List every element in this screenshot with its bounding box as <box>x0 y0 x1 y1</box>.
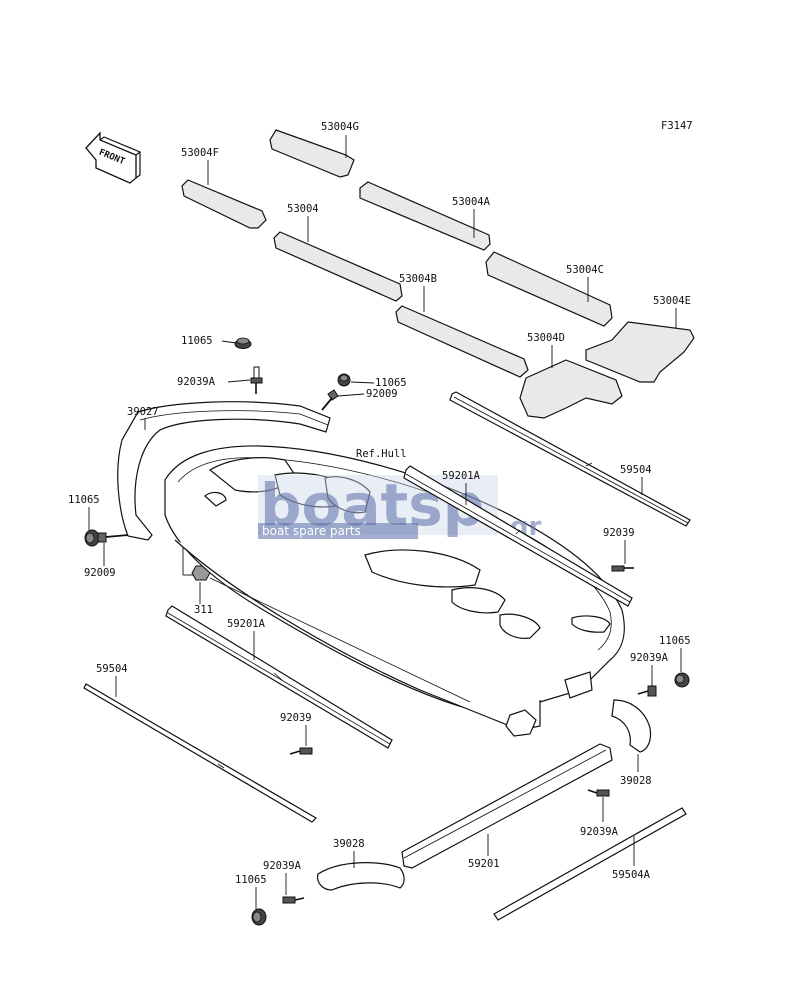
mat-53004a <box>359 181 491 251</box>
label-53004a: 53004A <box>452 196 491 208</box>
strip-59504-lower <box>83 683 317 823</box>
hull-body <box>164 445 625 737</box>
label-11065-right: 11065 <box>659 635 691 647</box>
fender-39027 <box>117 401 331 541</box>
label-59504a: 59504A <box>612 869 651 881</box>
label-53004g: 53004G <box>321 121 359 133</box>
label-59504-upper: 59504 <box>620 464 652 476</box>
figure-code: F3147 <box>661 120 693 132</box>
label-92039-right: 92039 <box>603 527 635 539</box>
mat-53004e <box>585 321 695 383</box>
label-59201: 59201 <box>468 858 500 870</box>
label-92039a-top: 92039A <box>177 376 216 388</box>
corner-39028-bottom <box>317 862 405 891</box>
label-11065-mid: 11065 <box>375 377 407 389</box>
ref-hull-label: Ref.Hull <box>356 448 407 460</box>
svg-text:boat spare parts: boat spare parts <box>262 524 361 538</box>
rivet-92039-right <box>611 565 634 572</box>
rivet-92039a-lower <box>587 789 610 797</box>
rivet-92039a-bottom <box>282 896 305 904</box>
label-92039-lower: 92039 <box>280 712 312 724</box>
rivet-92039-lower <box>289 747 313 755</box>
screw-92009-top <box>321 389 339 411</box>
label-53004f: 53004F <box>181 147 219 159</box>
label-53004e: 53004E <box>653 295 691 307</box>
mat-53004f <box>181 179 267 229</box>
label-53004c: 53004C <box>566 264 604 276</box>
label-92039a-bottom: 92039A <box>263 860 302 872</box>
mat-53004 <box>273 231 403 302</box>
mat-53004g <box>269 129 355 178</box>
cap-11065-bottom <box>251 908 267 926</box>
corner-39028-right <box>611 699 652 753</box>
label-39027: 39027 <box>127 406 159 418</box>
strip-59504-upper <box>449 391 691 527</box>
cap-11065-left <box>84 529 100 547</box>
mat-53004d <box>519 359 623 419</box>
cap-11065-right <box>674 672 690 688</box>
label-53004b: 53004B <box>399 273 437 285</box>
label-92009-top: 92009 <box>366 388 398 400</box>
mat-53004c <box>485 251 613 327</box>
label-59201a-upper: 59201A <box>442 470 481 482</box>
label-92039a-right: 92039A <box>630 652 669 664</box>
label-11065-left: 11065 <box>68 494 100 506</box>
label-39028-right: 39028 <box>620 775 652 787</box>
strip-59504a <box>493 807 687 921</box>
label-39028-bottom: 39028 <box>333 838 365 850</box>
rail-59201a-upper <box>403 465 633 607</box>
rivet-92039a-top <box>250 366 263 394</box>
screw-92009-left <box>97 532 129 543</box>
cap-11065-mid <box>337 373 351 387</box>
front-arrow-icon: FRONT <box>85 131 142 184</box>
label-53004d: 53004D <box>527 332 565 344</box>
label-311: 311 <box>194 604 213 616</box>
rail-59201 <box>401 743 613 869</box>
cap-11065-top <box>234 337 252 349</box>
label-59504-lower: 59504 <box>96 663 128 675</box>
label-11065-top: 11065 <box>181 335 213 347</box>
label-11065-bottom: 11065 <box>235 874 267 886</box>
label-59201a-lower: 59201A <box>227 618 266 630</box>
rail-59201a-lower <box>165 605 393 749</box>
rivet-92039a-right <box>637 685 657 697</box>
label-92039a-lower: 92039A <box>580 826 619 838</box>
label-53004: 53004 <box>287 203 319 215</box>
mat-53004b <box>395 305 529 378</box>
label-92009-left: 92009 <box>84 567 116 579</box>
